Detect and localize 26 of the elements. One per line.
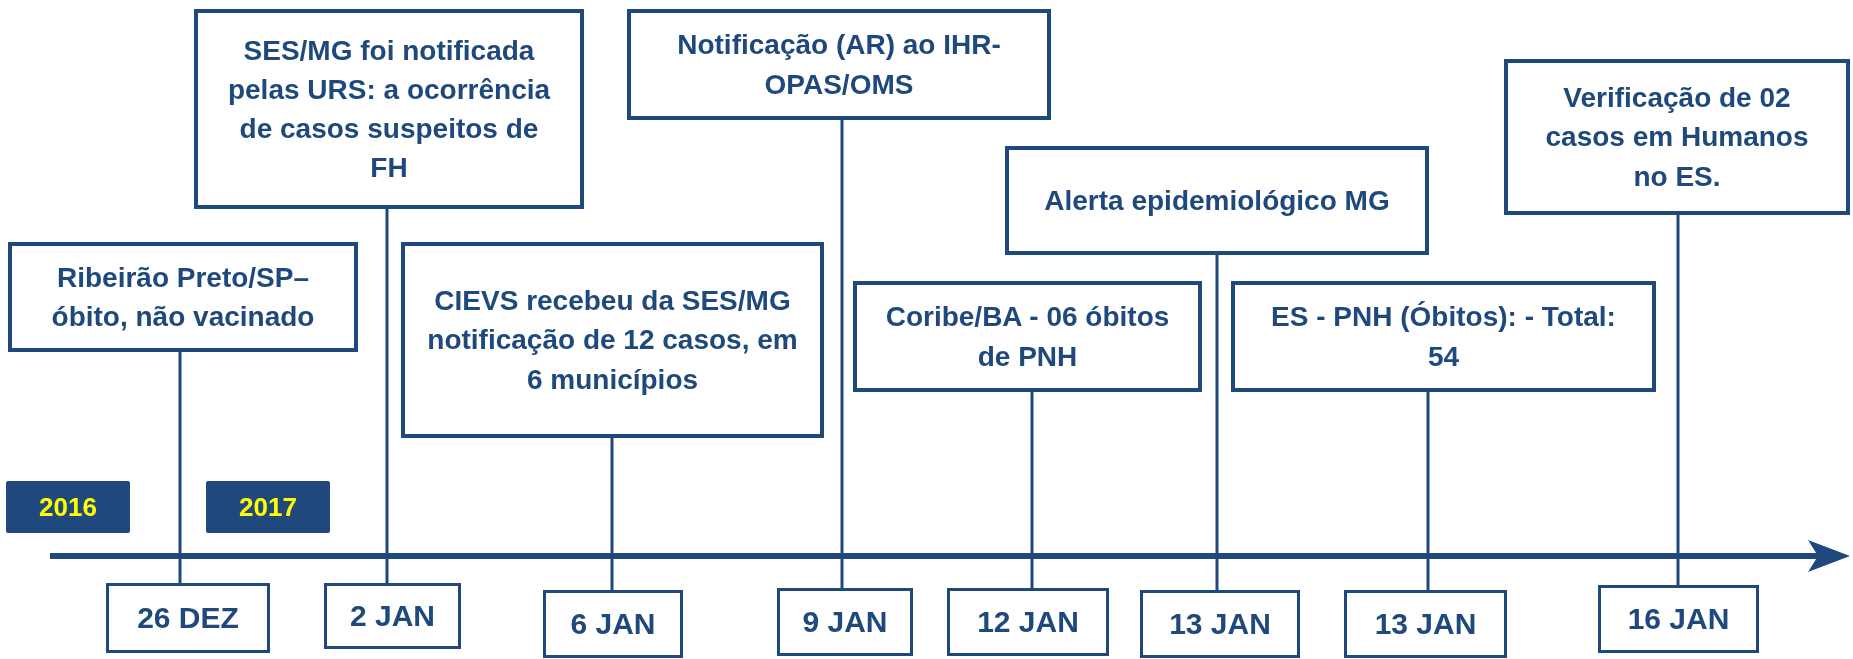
year-badge: 2017 bbox=[206, 481, 330, 533]
connector-line bbox=[1215, 255, 1219, 590]
connector-line bbox=[1676, 215, 1680, 585]
connector-line bbox=[610, 438, 614, 590]
event-box: SES/MG foi notificada pelas URS: a ocorrência de casos suspeitos de FH bbox=[194, 9, 584, 209]
date-box: 13 JAN bbox=[1344, 590, 1507, 658]
connector-line bbox=[840, 120, 844, 588]
date-box: 26 DEZ bbox=[106, 583, 270, 653]
date-box: 2 JAN bbox=[324, 583, 461, 649]
event-box: Ribeirão Preto/SP– óbito, não vacinado bbox=[8, 242, 358, 352]
connector-line bbox=[1030, 392, 1034, 588]
event-box: CIEVS recebeu da SES/MG notificação de 12 casos, em 6 municípios bbox=[401, 242, 824, 438]
event-box: Coribe/BA - 06 óbitos de PNH bbox=[853, 281, 1202, 392]
event-box: Verificação de 02 casos em Humanos no ES. bbox=[1504, 59, 1850, 215]
date-box: 6 JAN bbox=[543, 590, 683, 658]
date-box: 9 JAN bbox=[777, 588, 913, 656]
connector-line bbox=[1426, 392, 1430, 590]
connector-line bbox=[385, 209, 389, 583]
event-box: Notificação (AR) ao IHR-OPAS/OMS bbox=[627, 9, 1051, 120]
date-box: 13 JAN bbox=[1140, 590, 1300, 658]
date-box: 16 JAN bbox=[1598, 585, 1759, 653]
event-box: Alerta epidemiológico MG bbox=[1005, 146, 1429, 255]
connector-line bbox=[178, 352, 182, 583]
year-badge: 2016 bbox=[6, 481, 130, 533]
event-box: ES - PNH (Óbitos): - Total: 54 bbox=[1231, 281, 1656, 392]
date-box: 12 JAN bbox=[947, 588, 1109, 656]
